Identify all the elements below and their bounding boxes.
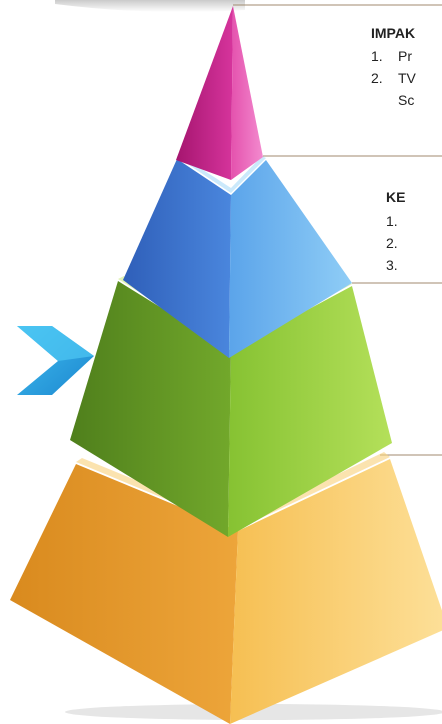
ke-item-1: 1. bbox=[386, 213, 413, 229]
chevron-arrow-icon bbox=[17, 326, 94, 395]
impak-item-1-text: Pr bbox=[398, 48, 412, 64]
ke-item-1-number: 1. bbox=[386, 213, 398, 229]
impak-item-2b-text: Sc bbox=[398, 92, 415, 108]
tier-1-right-face bbox=[231, 6, 263, 180]
ke-item-2: 2. bbox=[386, 235, 413, 251]
pyramid-tier-3 bbox=[70, 276, 392, 537]
impak-heading: IMPAK bbox=[371, 25, 416, 41]
tier-1-left-face bbox=[176, 6, 233, 180]
ke-heading: KE bbox=[386, 189, 406, 205]
impak-item-2-continued: Sc bbox=[371, 92, 414, 108]
ke-item-2-number: 2. bbox=[386, 235, 398, 251]
tier-4-left-face bbox=[10, 464, 238, 724]
tier-2-top-rim bbox=[177, 155, 266, 193]
tier-3-left-face bbox=[70, 281, 231, 537]
tier-4-right-face bbox=[230, 459, 442, 724]
pyramid-tier-2 bbox=[123, 155, 352, 358]
pyramid-tier-4 bbox=[10, 452, 442, 724]
pyramid-tier-1 bbox=[176, 6, 263, 180]
tier-2-left-face bbox=[123, 159, 231, 358]
tier-2-right-face bbox=[229, 160, 352, 358]
top-gloss-shape bbox=[55, 0, 245, 12]
leader-lines bbox=[233, 4, 442, 456]
impak-item-1: 1. Pr bbox=[371, 48, 412, 64]
ke-item-3: 3. bbox=[386, 257, 413, 273]
ke-item-3-number: 3. bbox=[386, 257, 398, 273]
impak-item-2: 2. TV bbox=[371, 70, 416, 86]
impak-item-2-number: 2. bbox=[371, 70, 383, 86]
tier-3-right-face bbox=[228, 286, 392, 537]
impak-item-1-number: 1. bbox=[371, 48, 383, 64]
impak-item-2-text: TV bbox=[398, 70, 416, 86]
